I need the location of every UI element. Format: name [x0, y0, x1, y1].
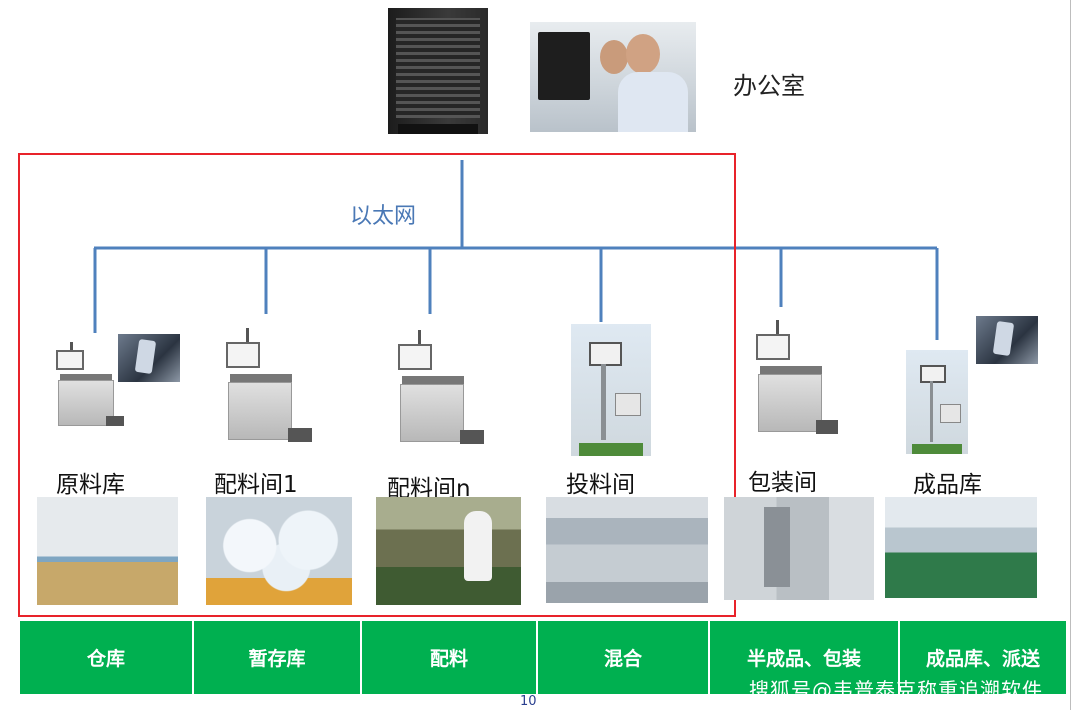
process-stage: 仓库	[20, 621, 194, 694]
weighing-terminal	[756, 320, 840, 440]
feeding-terminal-image	[571, 324, 651, 456]
handheld-terminal-image	[118, 334, 180, 382]
station-label: 配料间1	[214, 472, 298, 498]
process-stage: 半成品、包装	[710, 621, 900, 694]
highlight-box	[18, 153, 736, 617]
finished-goods-photo	[885, 497, 1037, 598]
weighing-terminal	[56, 342, 126, 432]
packing-room-photo	[724, 497, 874, 600]
server-image	[388, 8, 488, 134]
process-stage: 暂存库	[194, 621, 362, 694]
office-label: 办公室	[733, 72, 805, 100]
station-label: 原料库	[56, 472, 125, 498]
mixing-room-photo	[546, 497, 708, 603]
office-photo	[530, 22, 696, 132]
staging-room-photo	[206, 497, 352, 605]
network-label: 以太网	[350, 204, 417, 229]
warehouse-photo	[37, 497, 178, 605]
station-label: 成品库	[913, 472, 982, 498]
handheld-terminal-image	[976, 316, 1038, 364]
process-stage: 成品库、派送	[900, 621, 1066, 694]
station-label: 投料间	[566, 472, 635, 498]
weighing-terminal	[398, 330, 488, 448]
batching-room-photo	[376, 497, 521, 605]
process-stage: 配料	[362, 621, 538, 694]
process-bar: 仓库 暂存库 配料 混合 半成品、包装 成品库、派送	[20, 621, 1066, 694]
weighing-terminal	[226, 328, 316, 446]
station-label: 包装间	[748, 470, 817, 496]
page-number: 10	[520, 694, 537, 709]
process-stage: 混合	[538, 621, 710, 694]
packing-terminal-image	[906, 350, 968, 454]
watermark: 搜狐号@韦普泰克称重追溯软件	[749, 678, 1043, 702]
